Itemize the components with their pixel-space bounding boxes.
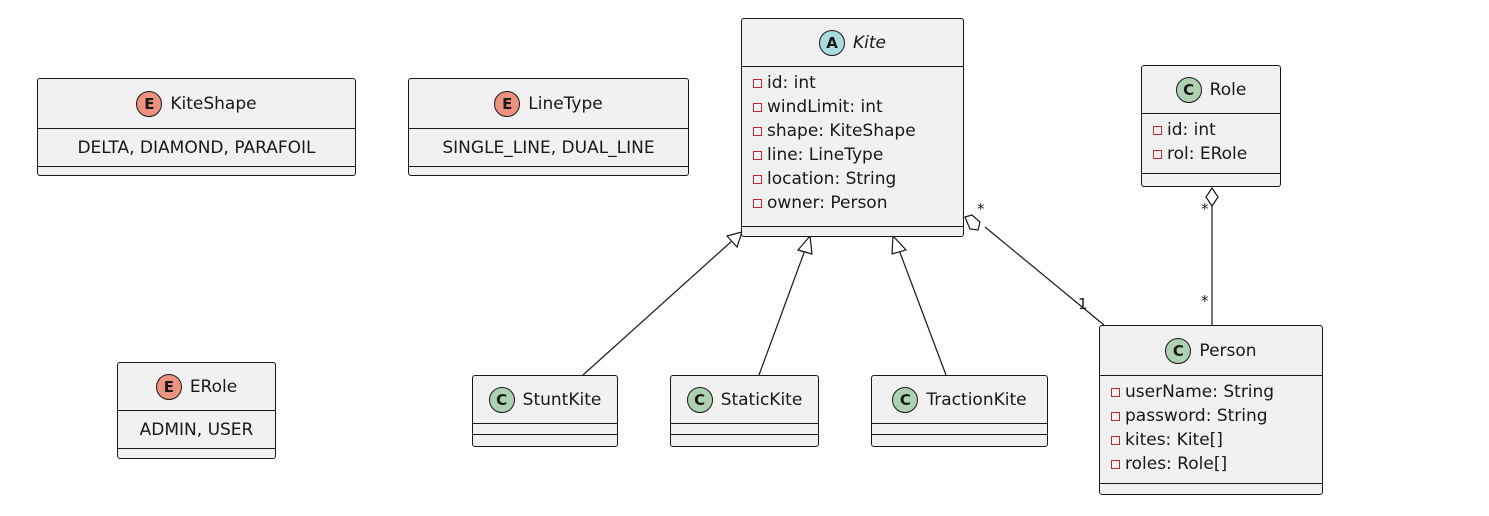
multiplicity-person-end-role: * [1201,292,1209,310]
attribute-row: shape: KiteShape [753,119,963,143]
aggregation-kite-person-diamond [964,214,981,231]
attribute-row: userName: String [1111,380,1322,404]
aggregation-role-person-diamond [1205,186,1219,208]
class-person[interactable]: C Person userName: String password: Stri… [1099,325,1323,495]
enum-linetype-header: E LineType [409,79,688,129]
class-person-header: C Person [1100,326,1322,376]
class-statickite[interactable]: C StaticKite [670,375,819,447]
abstract-stereotype-icon: A [819,29,845,56]
class-kite-name: Kite [853,32,886,53]
class-statickite-attributes [671,424,818,435]
enum-linetype[interactable]: E LineType SINGLE_LINE, DUAL_LINE [408,78,689,176]
class-stereotype-icon: C [1175,76,1202,103]
inheritance-statickite-arrow [796,234,813,255]
enum-erole-header: E ERole [118,363,275,411]
class-kite-header: A Kite [742,19,963,67]
attribute-row: owner: Person [753,191,963,215]
inheritance-tractionkite-arrow [891,234,908,255]
class-role[interactable]: C Role id: int rol: ERole [1141,65,1281,187]
class-role-name: Role [1209,79,1247,100]
private-visibility-icon [1153,125,1162,135]
enum-kiteshape-name: KiteShape [170,93,257,114]
multiplicity-kite-end: * [977,200,985,218]
enum-kiteshape-header: E KiteShape [38,79,355,129]
inheritance-stuntkite-arrow [725,231,743,249]
enum-kiteshape[interactable]: E KiteShape DELTA, DIAMOND, PARAFOIL [37,78,356,176]
multiplicity-person-end-kite: 1 [1078,295,1088,313]
inheritance-stuntkite-line [582,239,734,376]
enum-kiteshape-values: DELTA, DIAMOND, PARAFOIL [77,137,316,158]
attribute-row: password: String [1111,404,1322,428]
multiplicity-role-end: * [1201,200,1209,218]
class-tractionkite-name: TractionKite [926,389,1027,410]
class-tractionkite-attributes [872,424,1047,435]
private-visibility-icon [1153,149,1162,159]
enum-erole-values: ADMIN, USER [139,419,254,440]
class-person-attributes: userName: String password: String kites:… [1100,376,1322,484]
attribute-row: kites: Kite[] [1111,428,1322,452]
private-visibility-icon [753,174,762,184]
private-visibility-icon [1111,459,1120,469]
private-visibility-icon [753,102,762,112]
class-stuntkite-attributes [473,424,617,435]
enum-stereotype-icon: E [155,373,182,400]
class-role-attributes: id: int rol: ERole [1142,114,1280,174]
enum-erole[interactable]: E ERole ADMIN, USER [117,362,276,459]
class-stuntkite[interactable]: C StuntKite [472,375,618,447]
class-statickite-name: StaticKite [720,389,803,410]
attribute-row: id: int [753,71,963,95]
attribute-row: roles: Role[] [1111,452,1322,476]
class-tractionkite-header: C TractionKite [872,376,1047,424]
private-visibility-icon [753,150,762,160]
attribute-row: line: LineType [753,143,963,167]
class-stuntkite-name: StuntKite [522,389,602,410]
enum-linetype-name: LineType [528,93,603,114]
private-visibility-icon [1111,411,1120,421]
class-stuntkite-header: C StuntKite [473,376,617,424]
enum-erole-name: ERole [189,376,238,397]
private-visibility-icon [1111,435,1120,445]
private-visibility-icon [753,126,762,136]
enum-stereotype-icon: E [494,90,521,117]
class-tractionkite[interactable]: C TractionKite [871,375,1048,447]
attribute-row: location: String [753,167,963,191]
class-role-header: C Role [1142,66,1280,114]
inheritance-statickite-line [758,249,806,376]
class-stereotype-icon: C [1165,337,1192,364]
class-kite-attributes: id: int windLimit: int shape: KiteShape … [742,67,963,227]
private-visibility-icon [753,78,762,88]
enum-linetype-values: SINGLE_LINE, DUAL_LINE [442,137,655,158]
attribute-row: windLimit: int [753,95,963,119]
class-statickite-header: C StaticKite [671,376,818,424]
attribute-row: id: int [1153,118,1280,142]
enum-stereotype-icon: E [136,90,163,117]
private-visibility-icon [753,198,762,208]
attribute-row: rol: ERole [1153,142,1280,166]
class-stereotype-icon: C [488,386,515,413]
class-kite[interactable]: A Kite id: int windLimit: int shape: Kit… [741,18,964,237]
aggregation-kite-person-line [984,226,1105,326]
inheritance-tractionkite-line [898,249,947,376]
private-visibility-icon [1111,387,1120,397]
class-stereotype-icon: C [892,386,919,413]
class-person-name: Person [1199,340,1257,361]
class-stereotype-icon: C [686,386,713,413]
